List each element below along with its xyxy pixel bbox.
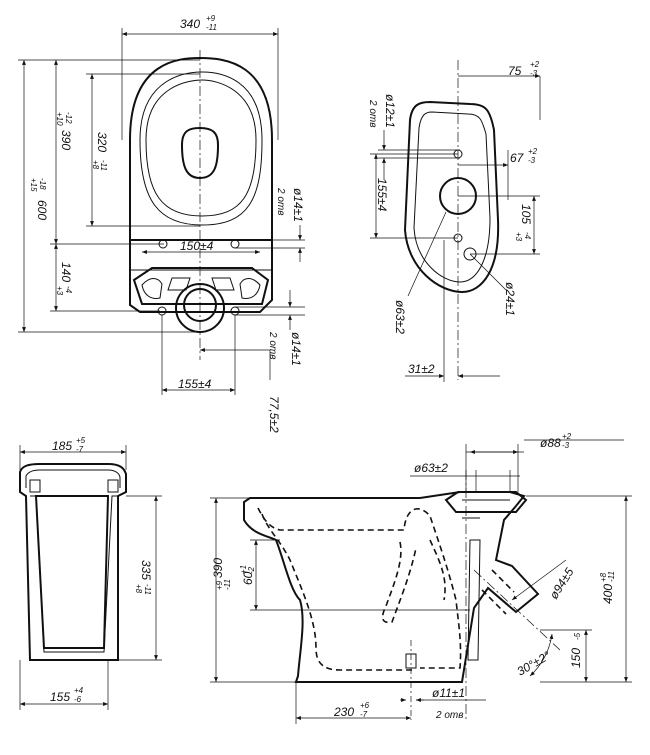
svg-text:+3: +3 xyxy=(514,232,523,242)
svg-text:+2: +2 xyxy=(528,147,538,156)
outlet-offset-label: 77,5±2 xyxy=(267,396,281,433)
bowl-side-dimensions: ø88 +2 -3 ø63±2 390 +9 -11 60 +1 -2 400 … xyxy=(210,432,632,724)
seat-hole-diameter-label: ø14±1 xyxy=(291,188,305,222)
svg-text:+8: +8 xyxy=(91,160,100,170)
tank-width-label: 75 xyxy=(508,64,522,78)
svg-text:-11: -11 xyxy=(99,160,108,171)
seat-holes-spacing-label: 150±4 xyxy=(180,239,214,253)
svg-text:-2: -2 xyxy=(247,566,256,574)
svg-text:-7: -7 xyxy=(76,445,84,454)
bowl-height-label: 390 xyxy=(211,558,225,578)
bowl-side-section xyxy=(243,470,561,720)
svg-text:2 отв: 2 отв xyxy=(267,331,278,359)
svg-text:-18: -18 xyxy=(38,178,47,190)
svg-text:-11: -11 xyxy=(143,584,152,595)
svg-text:-12: -12 xyxy=(64,112,73,124)
svg-text:+8: +8 xyxy=(599,572,608,582)
total-height-label: 400 xyxy=(601,584,615,604)
svg-text:+5: +5 xyxy=(76,436,86,445)
svg-text:+10: +10 xyxy=(55,112,64,126)
tank-hole-small-label: ø12±1 xyxy=(383,94,397,128)
bowl-top-view xyxy=(129,50,273,360)
tank-hole-spacing-label: 155±4 xyxy=(375,178,389,212)
total-length-label: 600 xyxy=(35,200,49,220)
svg-text:-3: -3 xyxy=(530,69,538,78)
svg-text:2 отв: 2 отв xyxy=(367,99,378,127)
rim-inlet-label: ø88 xyxy=(540,436,561,450)
svg-text:-3: -3 xyxy=(528,156,536,165)
svg-text:+9: +9 xyxy=(206,14,216,23)
svg-text:-11: -11 xyxy=(223,579,232,590)
outlet-angle-label: 30°±2° xyxy=(515,648,554,678)
cistern-height-label: 335 xyxy=(139,560,153,580)
water-level-label: 60 xyxy=(241,571,255,585)
svg-text:2 отв: 2 отв xyxy=(435,710,463,721)
svg-text:2 отв: 2 отв xyxy=(275,187,286,215)
flush-hole-label: ø63±2 xyxy=(414,461,448,475)
bowl-width-label: 340 xyxy=(180,17,200,31)
svg-text:-11: -11 xyxy=(607,571,616,582)
svg-text:+8: +8 xyxy=(134,584,143,594)
floor-holes-spacing-label: 155±4 xyxy=(178,377,212,391)
floor-holes-distance-label: 140 xyxy=(59,262,73,282)
svg-text:+1: +1 xyxy=(239,565,248,574)
cistern-section xyxy=(19,463,127,661)
svg-text:+4: +4 xyxy=(74,686,84,695)
svg-text:-3: -3 xyxy=(562,441,570,450)
svg-text:+2: +2 xyxy=(562,432,572,441)
base-hole-label: ø11±1 xyxy=(432,686,465,700)
svg-text:-11: -11 xyxy=(206,23,217,32)
seat-length-label: 390 xyxy=(59,130,73,150)
svg-text:+2: +2 xyxy=(530,60,540,69)
base-length-label: 230 xyxy=(333,705,354,719)
svg-text:-6: -6 xyxy=(74,695,82,704)
bowl-opening-label: 320 xyxy=(95,132,109,152)
svg-text:+9: +9 xyxy=(215,580,224,590)
bowl-top-dimensions: 340 +9 -11 600 +15 -18 390 +10 -12 320 +… xyxy=(18,14,305,433)
tank-edge-label: 31±2 xyxy=(408,362,435,376)
svg-text:+6: +6 xyxy=(360,701,370,710)
svg-text:-4: -4 xyxy=(64,286,73,294)
cistern-bottom-label: 155 xyxy=(50,690,70,704)
svg-text:+15: +15 xyxy=(29,178,38,192)
tank-hole-offset2-label: 105 xyxy=(519,204,533,224)
svg-text:+3: +3 xyxy=(55,286,64,296)
tank-top-view xyxy=(403,60,500,380)
tank-inlet-label: ø24±1 xyxy=(503,282,517,316)
tank-outlet-label: ø63±2 xyxy=(393,300,407,334)
cistern-dimensions: 185 +5 -7 335 +8 -11 155 +4 -6 xyxy=(19,436,162,710)
svg-text:-4: -4 xyxy=(523,232,532,240)
floor-hole-diameter-label: ø14±1 xyxy=(289,332,303,366)
svg-text:-7: -7 xyxy=(360,710,368,719)
tank-hole-offset-label: 67 xyxy=(510,151,525,165)
svg-text:-5: -5 xyxy=(573,632,582,640)
outlet-height-label: 150 xyxy=(569,648,583,668)
tank-top-dimensions: 75 +2 -3 ø12±1 2 отв 67 +2 -3 155±4 105 … xyxy=(367,60,541,382)
cistern-depth-label: 185 xyxy=(52,439,72,453)
